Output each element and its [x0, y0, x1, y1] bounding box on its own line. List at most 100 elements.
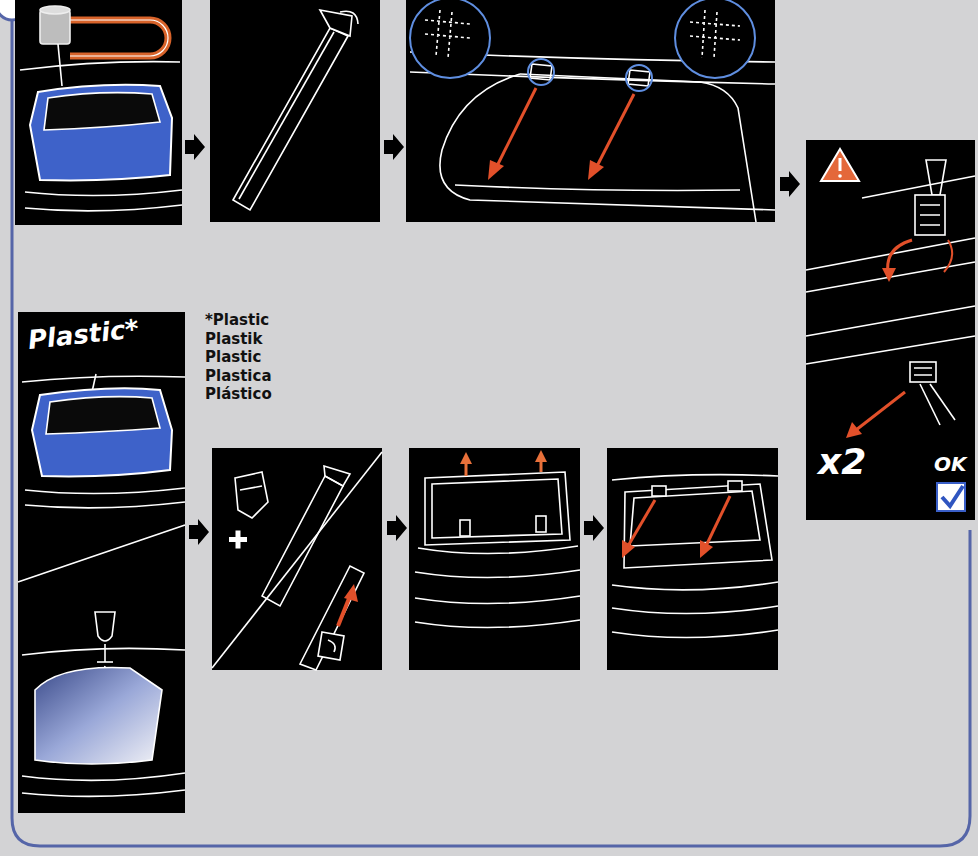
panel-open-boot: [409, 448, 580, 670]
panel-fit-feet: [528, 59, 554, 85]
panel-tighten: [821, 149, 859, 181]
flow-arrow: [780, 171, 800, 197]
ok-checkbox: [937, 483, 965, 511]
panel-closed-boot: [652, 486, 666, 496]
panel-pad-bar: [212, 448, 382, 670]
panel-tighten: [910, 362, 936, 382]
flow-arrow: [189, 519, 209, 545]
panel-paint-car: [15, 0, 182, 225]
material-label: *Plastic: [205, 311, 272, 330]
panel-fit-feet: [690, 10, 740, 58]
panel-closed-boot: [630, 491, 760, 546]
panel-open-boot: [460, 520, 470, 536]
panel-paint-car: [15, 0, 182, 225]
panel-closed-boot: [607, 448, 778, 670]
footnote-list: *PlasticPlastikPlasticPlasticaPlástico: [205, 311, 272, 404]
panel-fit-feet: [410, 0, 490, 78]
panel-fit-feet: [626, 65, 652, 91]
panel-plastic-glass: [97, 661, 113, 663]
panel-bar: [320, 10, 352, 36]
panel-node: Plastic*: [18, 312, 185, 813]
panel-plastic-glass: [18, 312, 185, 813]
panel-pad-bar: [235, 472, 268, 518]
panel-closed-boot: [612, 630, 778, 638]
panel-tighten: [920, 384, 940, 425]
panel-tighten: [838, 174, 842, 178]
panel-open-boot: [415, 620, 580, 628]
panel-fit-feet: [406, 0, 775, 222]
panel-plastic-glass: [22, 648, 185, 655]
panel-open-boot: [415, 596, 580, 604]
panel-plastic-glass: [22, 376, 185, 382]
panel-bar: [210, 0, 380, 222]
panel-fit-feet: [455, 185, 740, 190]
panel-fit-feet: [520, 74, 756, 222]
panel-paint-car: [58, 44, 62, 86]
panel-open-boot: [465, 462, 468, 476]
panel-paint-car: [70, 20, 168, 56]
material-label: Plastik: [205, 330, 272, 349]
panel-paint-car: [25, 190, 182, 196]
panel-open-boot: [432, 479, 562, 538]
panel-pad-bar: [236, 531, 241, 549]
material-label: Plastica: [205, 367, 272, 386]
flow-arrow: [185, 134, 205, 160]
flow-arrow: [384, 134, 404, 160]
flow-arrow: [584, 515, 604, 541]
panel-plastic-glass: [32, 388, 172, 476]
ok-checkbox: [937, 483, 965, 511]
panel-bar: [233, 28, 348, 210]
panel-bar: [239, 32, 334, 199]
panel-tighten: [920, 205, 940, 225]
panel-pad-bar: [212, 448, 382, 670]
panel-pad-bar: [240, 486, 262, 490]
panel-open-boot: [409, 448, 580, 670]
flow-arrow: [387, 515, 407, 541]
ok-label: OK: [934, 453, 967, 475]
text-holder: Plastic*: [28, 326, 139, 355]
panel-plastic-glass: [22, 790, 185, 796]
panel-paint-car: [25, 205, 182, 211]
panel-closed-boot: [624, 484, 772, 568]
panel-paint-car: [70, 20, 168, 56]
panel-closed-boot: [728, 481, 742, 491]
panel-paint-car: [44, 93, 160, 130]
panel-tighten: [930, 384, 955, 420]
panel-bar: [210, 0, 380, 222]
panel-fit-feet: [425, 10, 470, 58]
material-label: Plastic: [205, 348, 272, 367]
panel-pad-bar: [344, 584, 358, 602]
panel-paint-car: [30, 85, 172, 181]
panel-paint-car: [40, 10, 70, 44]
panel-fit-feet: [496, 88, 536, 168]
panel-closed-boot: [612, 606, 778, 614]
panel-pad-bar: [328, 640, 335, 652]
panel-fit-feet: [530, 64, 552, 80]
panel-fit-feet: [675, 0, 755, 78]
panel-closed-boot: [607, 448, 778, 670]
panel-plastic-glass: [95, 612, 115, 641]
panel-tighten: [806, 140, 975, 520]
panel-open-boot: [460, 452, 472, 464]
ok-checkbox: [942, 486, 963, 506]
panel-closed-boot: [628, 500, 655, 546]
panel-pad-bar: [300, 566, 364, 670]
flow-arrow: [584, 515, 604, 541]
panel-tighten: [926, 160, 946, 195]
panel-fit-feet: [628, 70, 650, 86]
panel-fit-feet: [588, 160, 604, 180]
panel-tighten: [806, 262, 975, 292]
flow-arrow: [189, 519, 209, 545]
text-holder: x2: [818, 442, 866, 482]
panel-plastic-glass: [25, 488, 185, 494]
flow-arrow: [780, 171, 800, 197]
flow-arrow: [384, 134, 404, 160]
panel-fit-feet: [596, 94, 634, 168]
material-label: Plástico: [205, 385, 272, 404]
panel-plastic-glass: [104, 644, 106, 662]
